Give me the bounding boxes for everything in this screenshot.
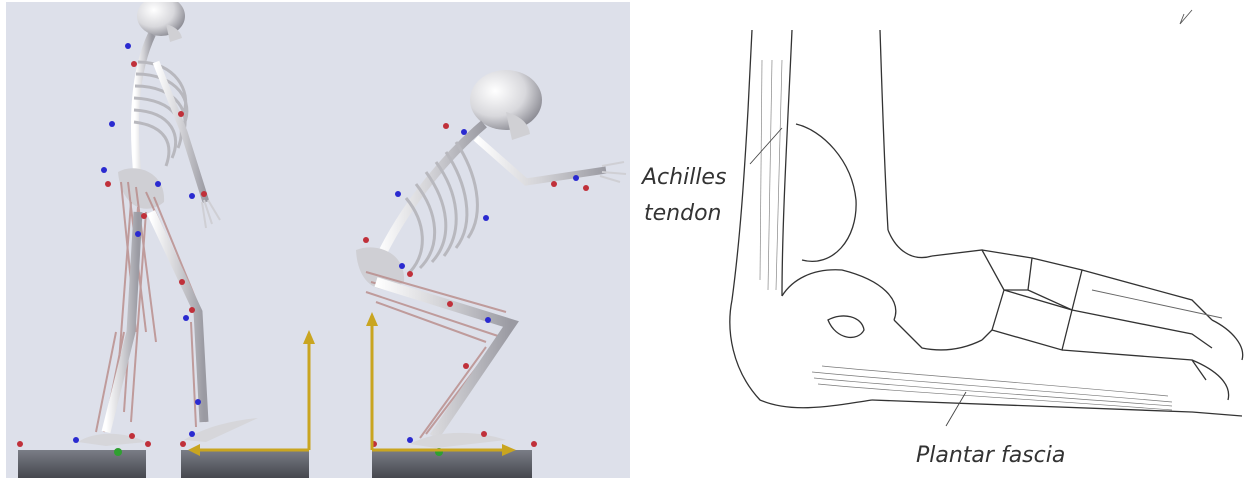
foot-sketch-svg: Achilles tendon Plantar fascia [632,0,1249,480]
plantar-fascia-label: Plantar fascia [916,443,1065,468]
foot-outline [730,10,1243,426]
squatting-skeleton [356,70,626,448]
force-plate-3 [372,450,532,478]
achilles-label-line1: Achilles [640,165,726,190]
standing-skeleton [73,2,258,446]
simulation-svg [6,2,630,478]
simulation-render-panel [6,2,630,478]
achilles-label-line2: tendon [644,201,721,226]
center-of-pressure-marker [114,448,122,456]
foot-anatomy-sketch: Achilles tendon Plantar fascia [632,0,1249,480]
force-plate-2 [181,450,309,478]
force-plate-1 [18,450,146,478]
force-plates [17,441,537,478]
